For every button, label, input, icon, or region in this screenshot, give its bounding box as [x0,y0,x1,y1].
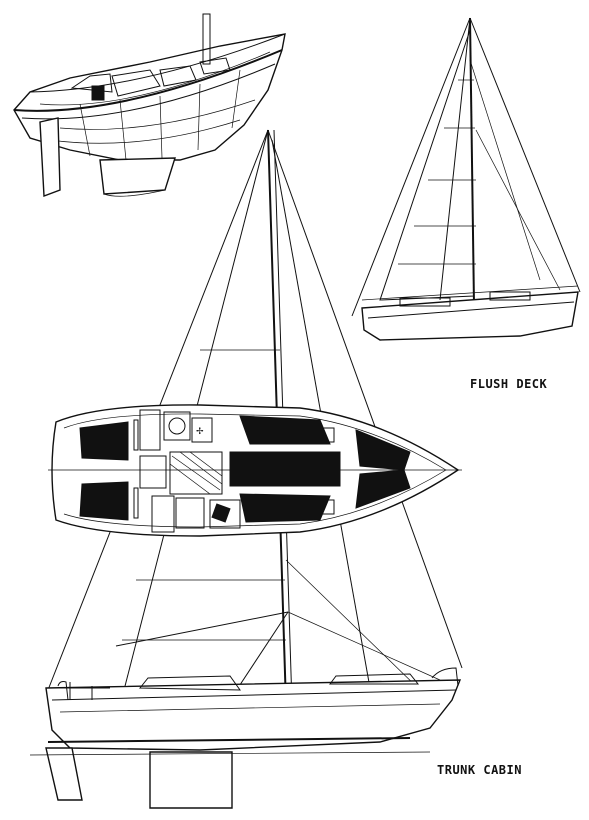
trunk-cabin-label: TRUNK CABIN [437,763,522,777]
flush-deck-elevation [351,17,581,341]
svg-text:✢: ✢ [196,427,204,437]
trunk-cabin-hull [29,667,462,809]
perspective-hull-view [13,13,286,197]
flush-deck-label: FLUSH DECK [470,377,548,391]
accommodation-plan: ✢ [48,404,462,537]
